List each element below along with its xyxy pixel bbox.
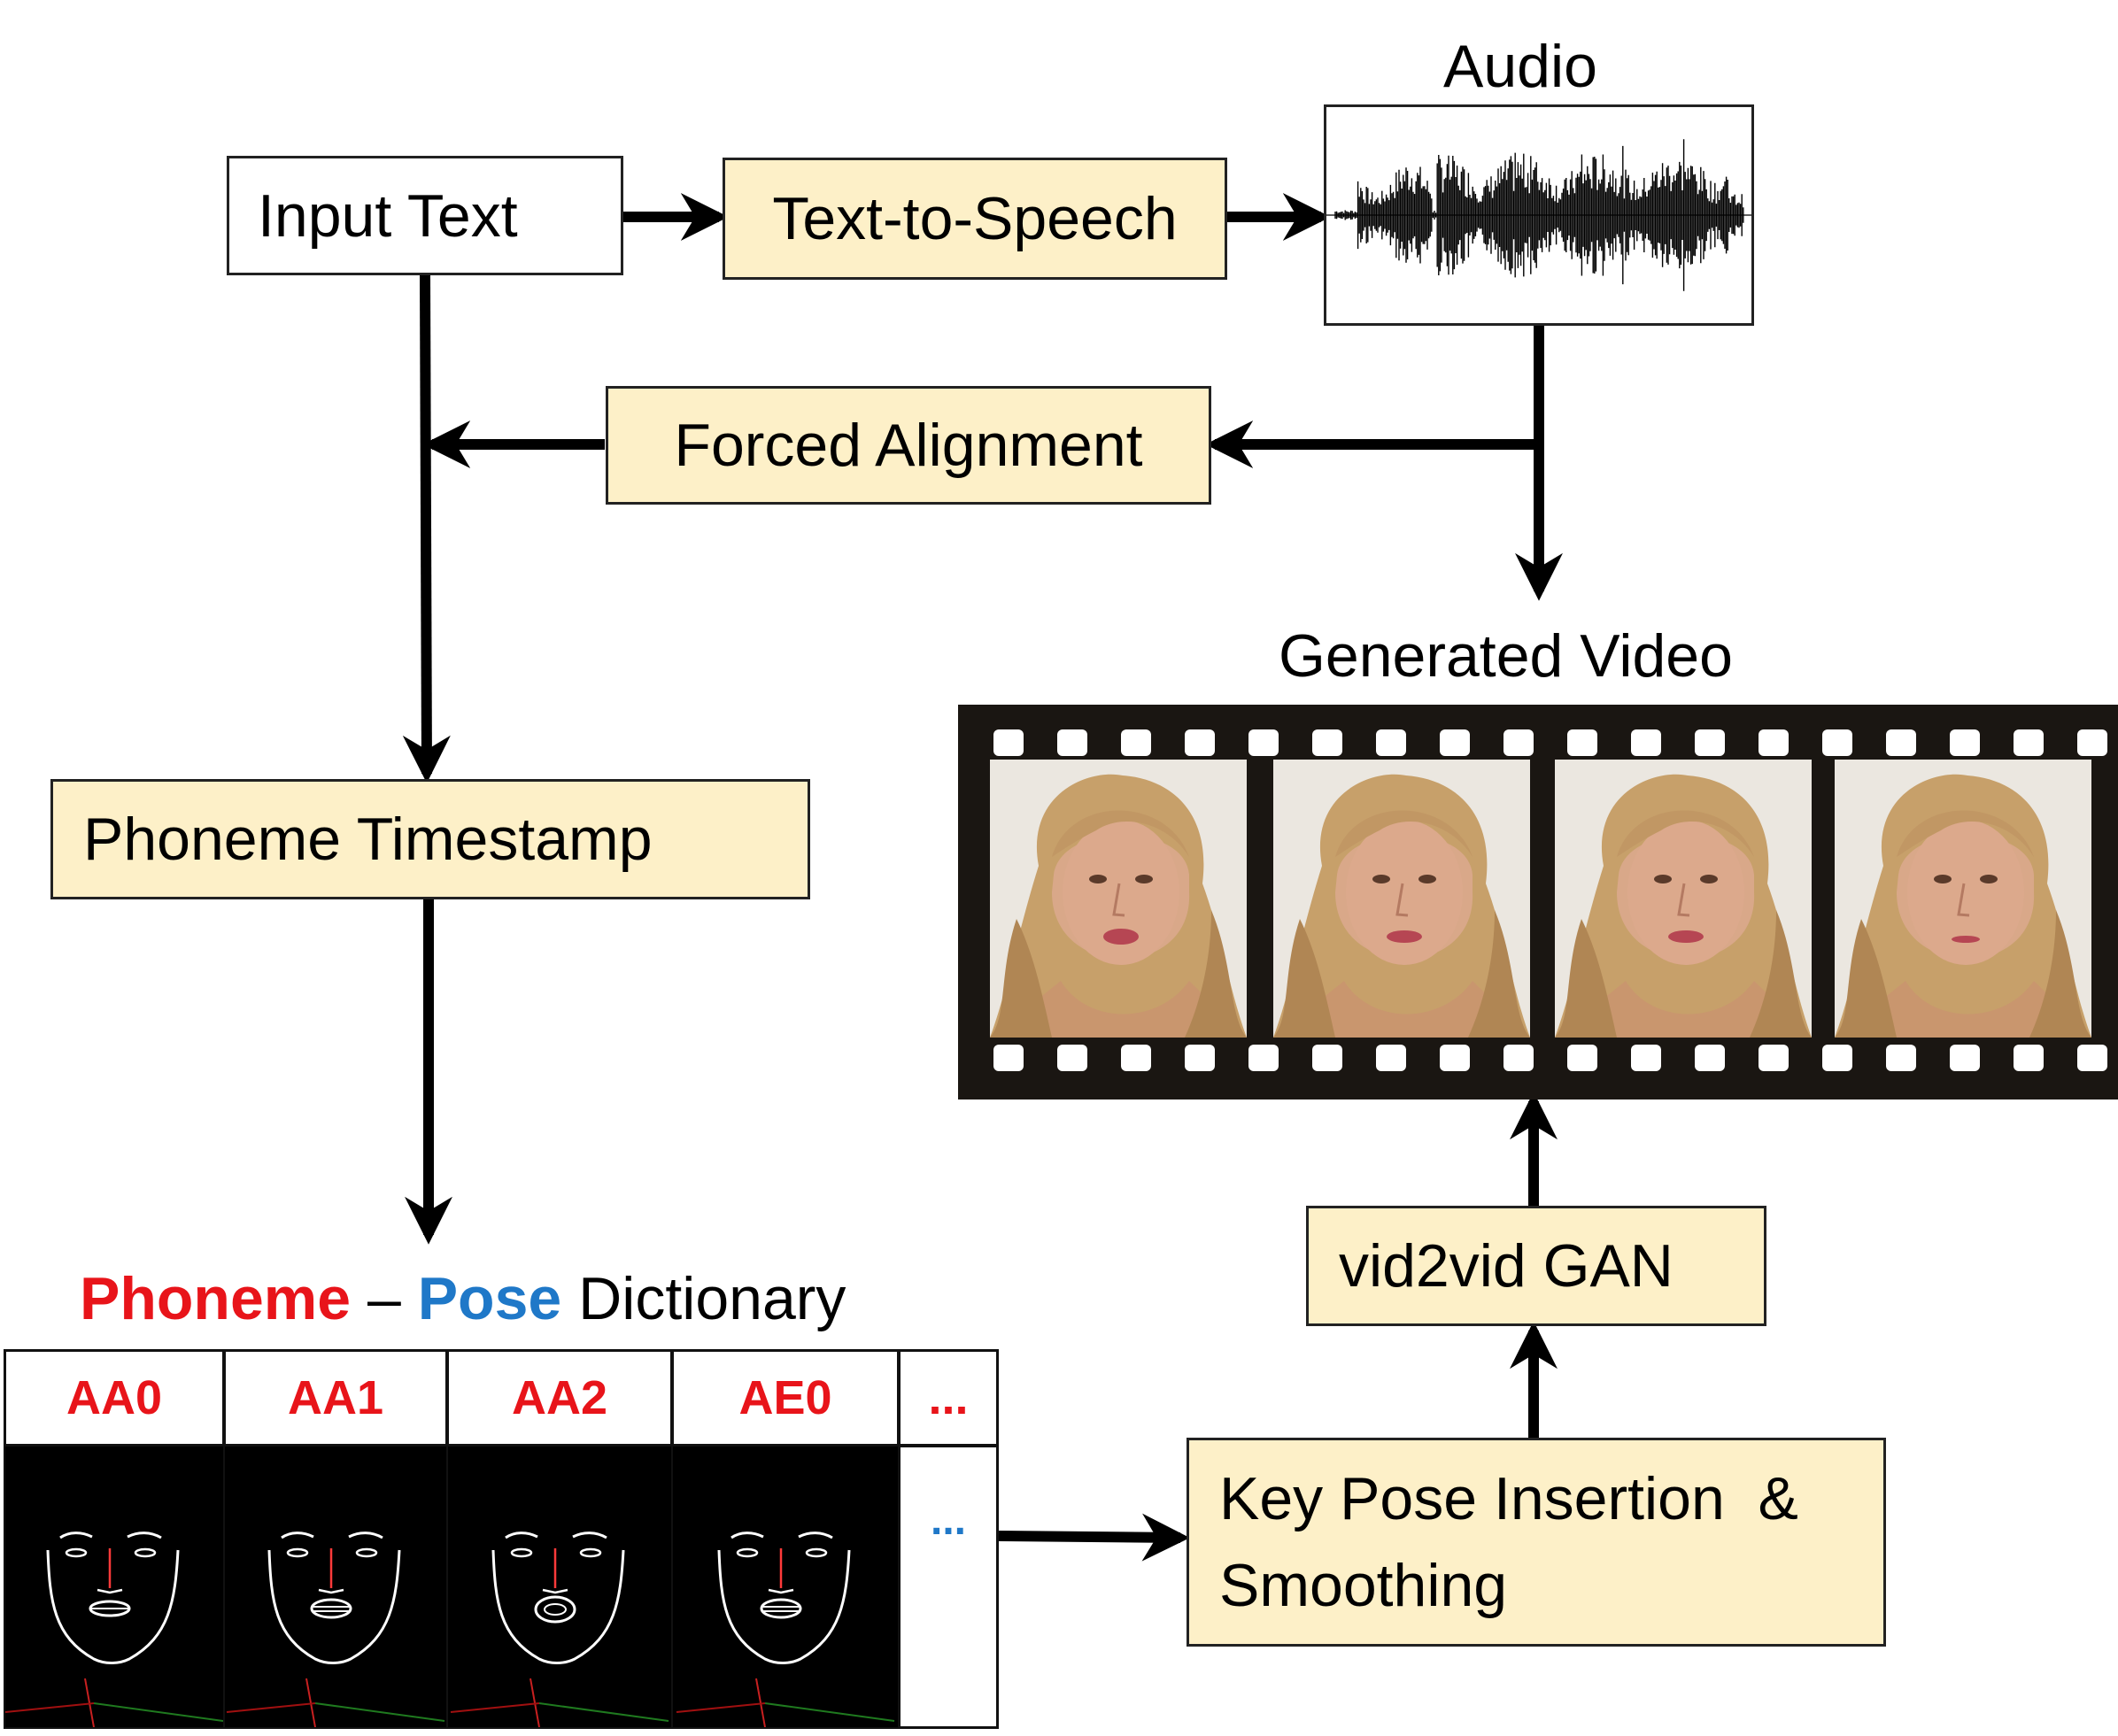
input-text-box: Input Text: [227, 156, 623, 275]
sprocket-hole: [2077, 1045, 2107, 1071]
keypose-label-line1: Key Pose Insertion &: [1219, 1465, 1798, 1532]
phoneme-cell-aa0: AA0: [4, 1349, 225, 1447]
face-landmark-sketch: [450, 1532, 669, 1727]
phoneme-cell-ae0: AE0: [671, 1349, 900, 1447]
sprocket-hole: [1567, 729, 1597, 756]
sprocket-hole: [1759, 1045, 1789, 1071]
sprocket-hole: [1631, 1045, 1661, 1071]
pose-image-ae0: [671, 1445, 900, 1729]
tts-box: Text-to-Speech: [723, 158, 1227, 280]
sprocket-hole: [1376, 729, 1406, 756]
generated-video-title: Generated Video: [1279, 622, 1733, 690]
face-landmark-sketch: [5, 1532, 223, 1727]
phoneme-cell-aa1: AA1: [223, 1349, 448, 1447]
sprocket-hole: [1886, 1045, 1916, 1071]
forced-alignment-label: Forced Alignment: [674, 412, 1143, 479]
phoneme-cell-more: ...: [898, 1349, 999, 1447]
phoneme-cell-aa2: AA2: [446, 1349, 673, 1447]
sprocket-hole: [1057, 729, 1087, 756]
face-landmark-sketch: [226, 1532, 445, 1727]
input-text-label: Input Text: [258, 181, 518, 250]
video-frame: [1273, 760, 1530, 1038]
audio-waveform-box: [1324, 104, 1754, 326]
sprocket-hole: [1376, 1045, 1406, 1071]
pose-image-aa2: [446, 1445, 673, 1729]
sprocket-hole: [1631, 729, 1661, 756]
sprocket-hole: [993, 729, 1024, 756]
sprocket-hole: [1312, 729, 1342, 756]
vid2vid-box: vid2vid GAN: [1306, 1206, 1766, 1326]
sprocket-hole: [1185, 1045, 1215, 1071]
dictionary-title-dash: –: [351, 1265, 418, 1332]
dictionary-title-pose: Pose: [417, 1265, 562, 1332]
forced-alignment-box: Forced Alignment: [606, 386, 1211, 505]
sprocket-hole: [1121, 1045, 1151, 1071]
sprocket-hole: [1759, 729, 1789, 756]
sprocket-hole: [1057, 1045, 1087, 1071]
sprocket-hole: [1822, 729, 1852, 756]
audio-waveform: [1326, 139, 1751, 291]
sprocket-hole: [1695, 729, 1725, 756]
audio-title: Audio: [1443, 33, 1597, 100]
video-frame: [1835, 760, 2091, 1038]
sprocket-hole: [1248, 1045, 1279, 1071]
sprocket-hole: [1695, 1045, 1725, 1071]
pose-image-aa1: [223, 1445, 448, 1729]
dictionary-title-phoneme: Phoneme: [80, 1265, 352, 1332]
sprocket-hole: [1567, 1045, 1597, 1071]
keypose-box: Key Pose Insertion & Smoothing: [1187, 1438, 1886, 1647]
film-strip: [958, 705, 2118, 1099]
speaker-face-image: [1835, 760, 2091, 1038]
phoneme-timestamp-label: Phoneme Timestamp: [83, 806, 653, 873]
video-frame: [990, 760, 1247, 1038]
speaker-face-image: [1555, 760, 1812, 1038]
sprocket-hole: [2014, 1045, 2044, 1071]
sprocket-hole: [1121, 729, 1151, 756]
phoneme-timestamp-box: Phoneme Timestamp: [50, 779, 810, 899]
pose-cell-more: ...: [898, 1445, 999, 1729]
video-frame: [1555, 760, 1812, 1038]
sprocket-hole: [1950, 1045, 1980, 1071]
dictionary-title: Phoneme – Pose Dictionary: [80, 1264, 846, 1333]
speaker-face-image: [990, 760, 1247, 1038]
sprocket-hole: [1248, 729, 1279, 756]
arrow-input-to-timestamp: [402, 274, 451, 783]
sprocket-hole: [2014, 729, 2044, 756]
sprocket-hole: [1440, 729, 1470, 756]
sprocket-hole: [1503, 1045, 1534, 1071]
sprocket-hole: [1312, 1045, 1342, 1071]
pose-image-aa0: [4, 1445, 225, 1729]
speaker-face-image: [1273, 760, 1530, 1038]
arrow-dictionary-to-keypose: [998, 1513, 1190, 1562]
keypose-label-line2: Smoothing: [1219, 1552, 1508, 1619]
dictionary-title-rest: Dictionary: [561, 1265, 846, 1332]
tts-label: Text-to-Speech: [772, 185, 1178, 252]
sprocket-hole: [1822, 1045, 1852, 1071]
sprocket-hole: [993, 1045, 1024, 1071]
sprocket-hole: [1185, 729, 1215, 756]
face-landmark-sketch: [676, 1532, 895, 1727]
sprocket-hole: [1886, 729, 1916, 756]
sprocket-hole: [1950, 729, 1980, 756]
vid2vid-label: vid2vid GAN: [1339, 1232, 1674, 1300]
sprocket-hole: [1503, 729, 1534, 756]
sprocket-hole: [2077, 729, 2107, 756]
sprocket-hole: [1440, 1045, 1470, 1071]
